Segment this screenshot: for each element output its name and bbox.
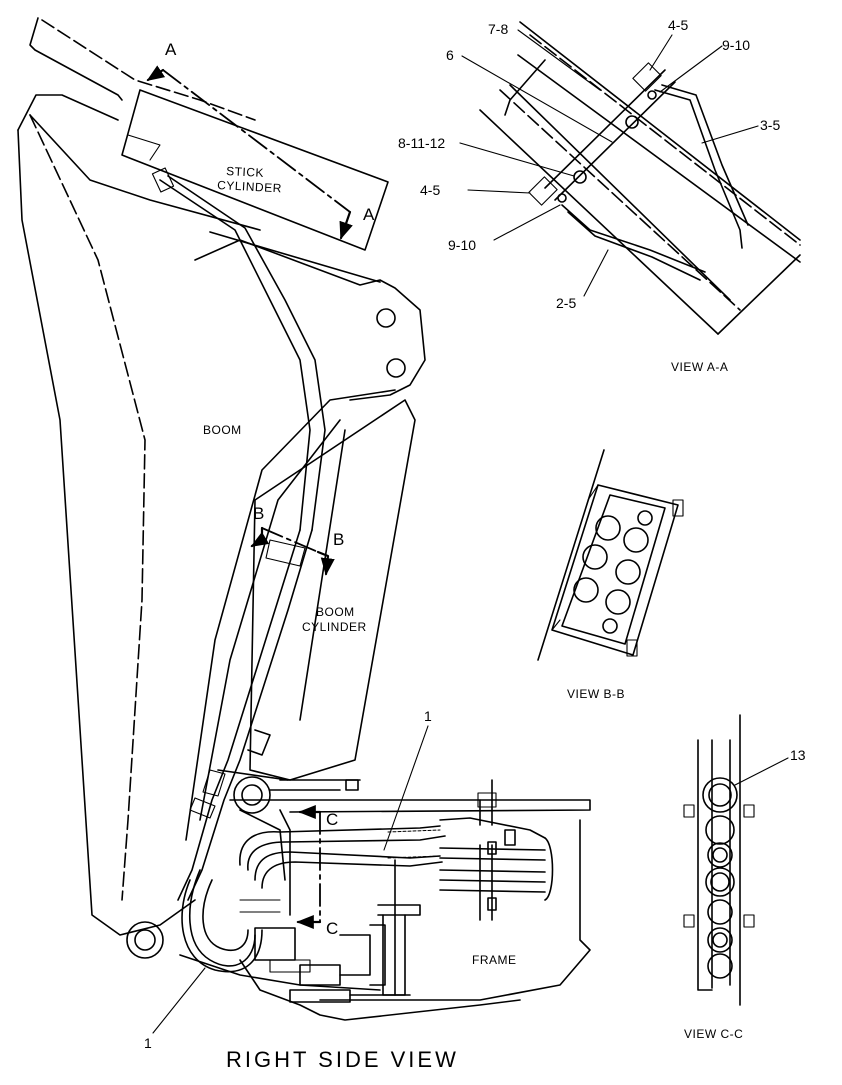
aa-callout-9-10-top: 9-10 — [722, 37, 750, 53]
callout-1-lower: 1 — [144, 967, 206, 1051]
boom-foot — [126, 776, 271, 959]
aa-callout-4-5-bottom: 4-5 — [420, 182, 440, 198]
section-line-cc: C C — [296, 804, 338, 938]
aa-callout-4-5-top: 4-5 — [668, 17, 688, 33]
aa-callout-7-8: 7-8 — [488, 21, 508, 37]
svg-text:1: 1 — [144, 1035, 152, 1051]
section-line-aa: A A — [146, 40, 375, 240]
aa-callout-6: 6 — [446, 47, 454, 63]
pin-hole — [376, 308, 396, 328]
section-line-bb: B B — [250, 504, 344, 576]
boom-head-plate — [194, 231, 426, 401]
frame-hoses — [181, 817, 554, 973]
view-cc: 13 VIEW C-C — [683, 714, 806, 1041]
svg-text:1: 1 — [424, 708, 432, 724]
callout-1-upper: 1 — [383, 708, 432, 851]
view-bb: VIEW B-B — [537, 449, 684, 701]
view-aa-label: VIEW A-A — [671, 360, 728, 374]
aa-callout-3-5: 3-5 — [760, 117, 780, 133]
stick-cylinder — [121, 89, 389, 251]
view-aa: 7-8 4-5 9-10 6 3-5 8-11-12 4-5 9-10 2-5 … — [398, 17, 801, 374]
section-a-label-top: A — [165, 40, 177, 59]
stick-cylinder-label-2: CYLINDER — [217, 178, 282, 195]
boom-cylinder-label-1: BOOM — [316, 605, 355, 619]
view-cc-label: VIEW C-C — [684, 1027, 743, 1041]
section-c-label-top: C — [326, 810, 338, 829]
section-c-label-bottom: C — [326, 919, 338, 938]
cc-callout-13: 13 — [790, 747, 806, 763]
section-b-label-right: B — [333, 530, 344, 549]
aa-callout-9-10-bottom: 9-10 — [448, 237, 476, 253]
boom-cylinder-label-2: CYLINDER — [302, 620, 367, 634]
boom-cylinder — [217, 399, 416, 781]
stick-cylinder-label-1: STICK — [226, 164, 265, 180]
frame-structure — [179, 779, 591, 1021]
boom-label: BOOM — [203, 423, 242, 437]
boom-hose-lines — [177, 529, 313, 901]
aa-callout-2-5: 2-5 — [556, 295, 576, 311]
view-bb-label: VIEW B-B — [567, 687, 625, 701]
main-view-title: RIGHT SIDE VIEW — [226, 1047, 459, 1072]
frame-label: FRAME — [472, 953, 517, 967]
section-a-label-bottom: A — [363, 205, 375, 224]
pin-hole — [386, 358, 406, 378]
aa-callout-8-11-12: 8-11-12 — [398, 135, 445, 151]
section-b-label-left: B — [253, 504, 264, 523]
stick-hose-lines — [159, 175, 326, 531]
